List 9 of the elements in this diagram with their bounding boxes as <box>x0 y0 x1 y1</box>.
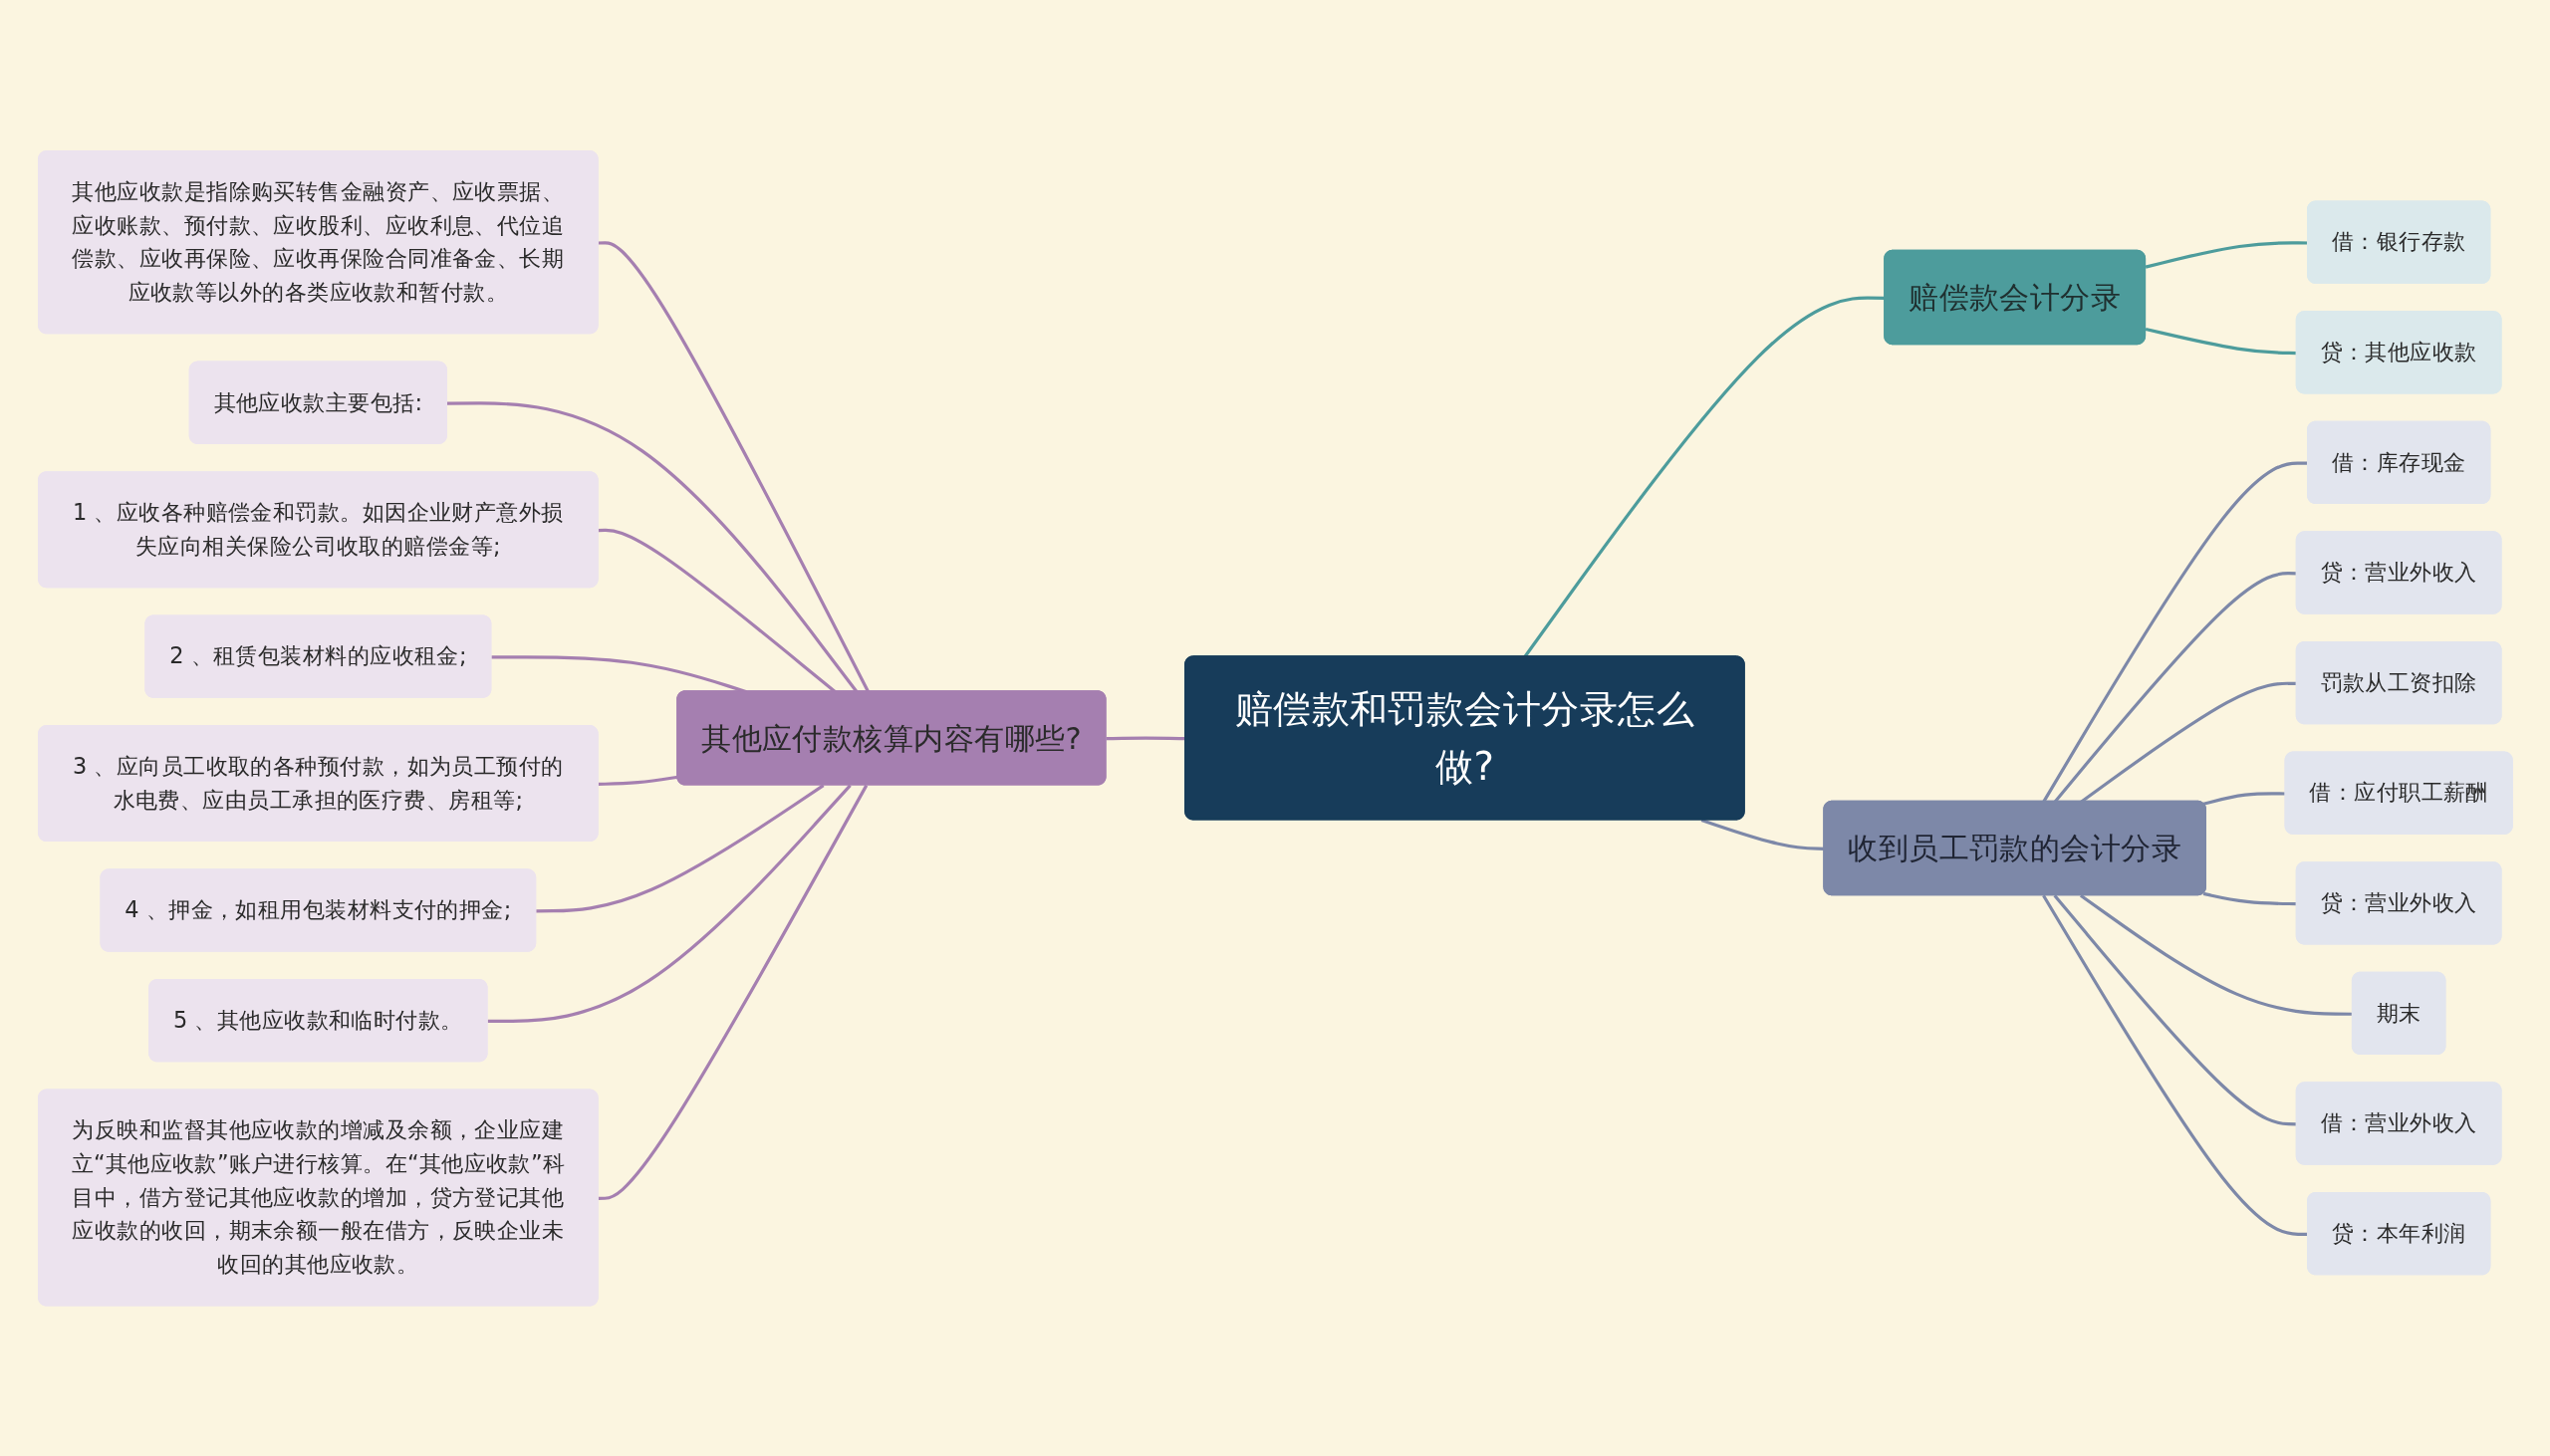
connector <box>598 784 868 1200</box>
connector <box>2079 681 2297 804</box>
connector <box>487 784 852 1023</box>
connector <box>2053 571 2297 804</box>
connector <box>535 783 825 913</box>
connector <box>2202 891 2297 905</box>
connector <box>2053 893 2297 1126</box>
connector <box>598 775 678 786</box>
connector <box>2145 327 2297 355</box>
